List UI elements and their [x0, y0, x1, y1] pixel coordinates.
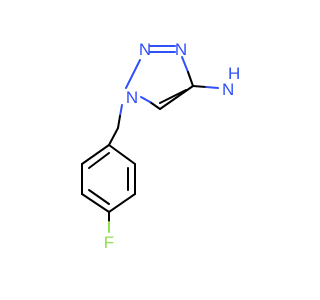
bond-ar6-ar1	[108, 144, 136, 165]
bond-ch2-ring	[108, 127, 119, 146]
bond-n1-ch2	[119, 104, 123, 117]
atom-amine-n: N	[222, 80, 234, 99]
atom-n1: N	[126, 88, 138, 107]
bond-c5-n1-b	[140, 96, 151, 103]
atom-fluorine: F	[104, 233, 114, 252]
bond-c4-nh2	[192, 85, 207, 88]
bond-c4-nh2-b	[205, 86, 219, 89]
bond-n3-c4	[181, 56, 189, 73]
bond-ar3-ar4-inner	[88, 189, 110, 205]
bond-ar3-ar4	[81, 193, 110, 213]
bond-ar1-ar2	[81, 144, 110, 165]
background	[0, 0, 300, 300]
atom-amine-h: H	[228, 64, 240, 83]
bond-c5-n1	[149, 101, 161, 110]
structure-canvas: N N N H N F	[0, 0, 300, 300]
bond-c4-c5-double	[159, 89, 187, 104]
atom-n2: N	[139, 40, 151, 59]
atom-label-layer: N N N H N F	[104, 40, 240, 252]
molecule-structure: N N N H N F	[0, 0, 300, 300]
bond-n1-n2	[125, 59, 141, 89]
bond-n3-c4-b	[187, 71, 194, 87]
bond-c4-c5	[159, 85, 194, 110]
bond-ar4-ar5	[108, 193, 136, 213]
bond-n1-ch2-b	[117, 115, 121, 129]
atom-n3: N	[175, 40, 187, 59]
bond-layer	[81, 45, 219, 233]
bond-ar1-ar2-inner	[88, 152, 110, 169]
